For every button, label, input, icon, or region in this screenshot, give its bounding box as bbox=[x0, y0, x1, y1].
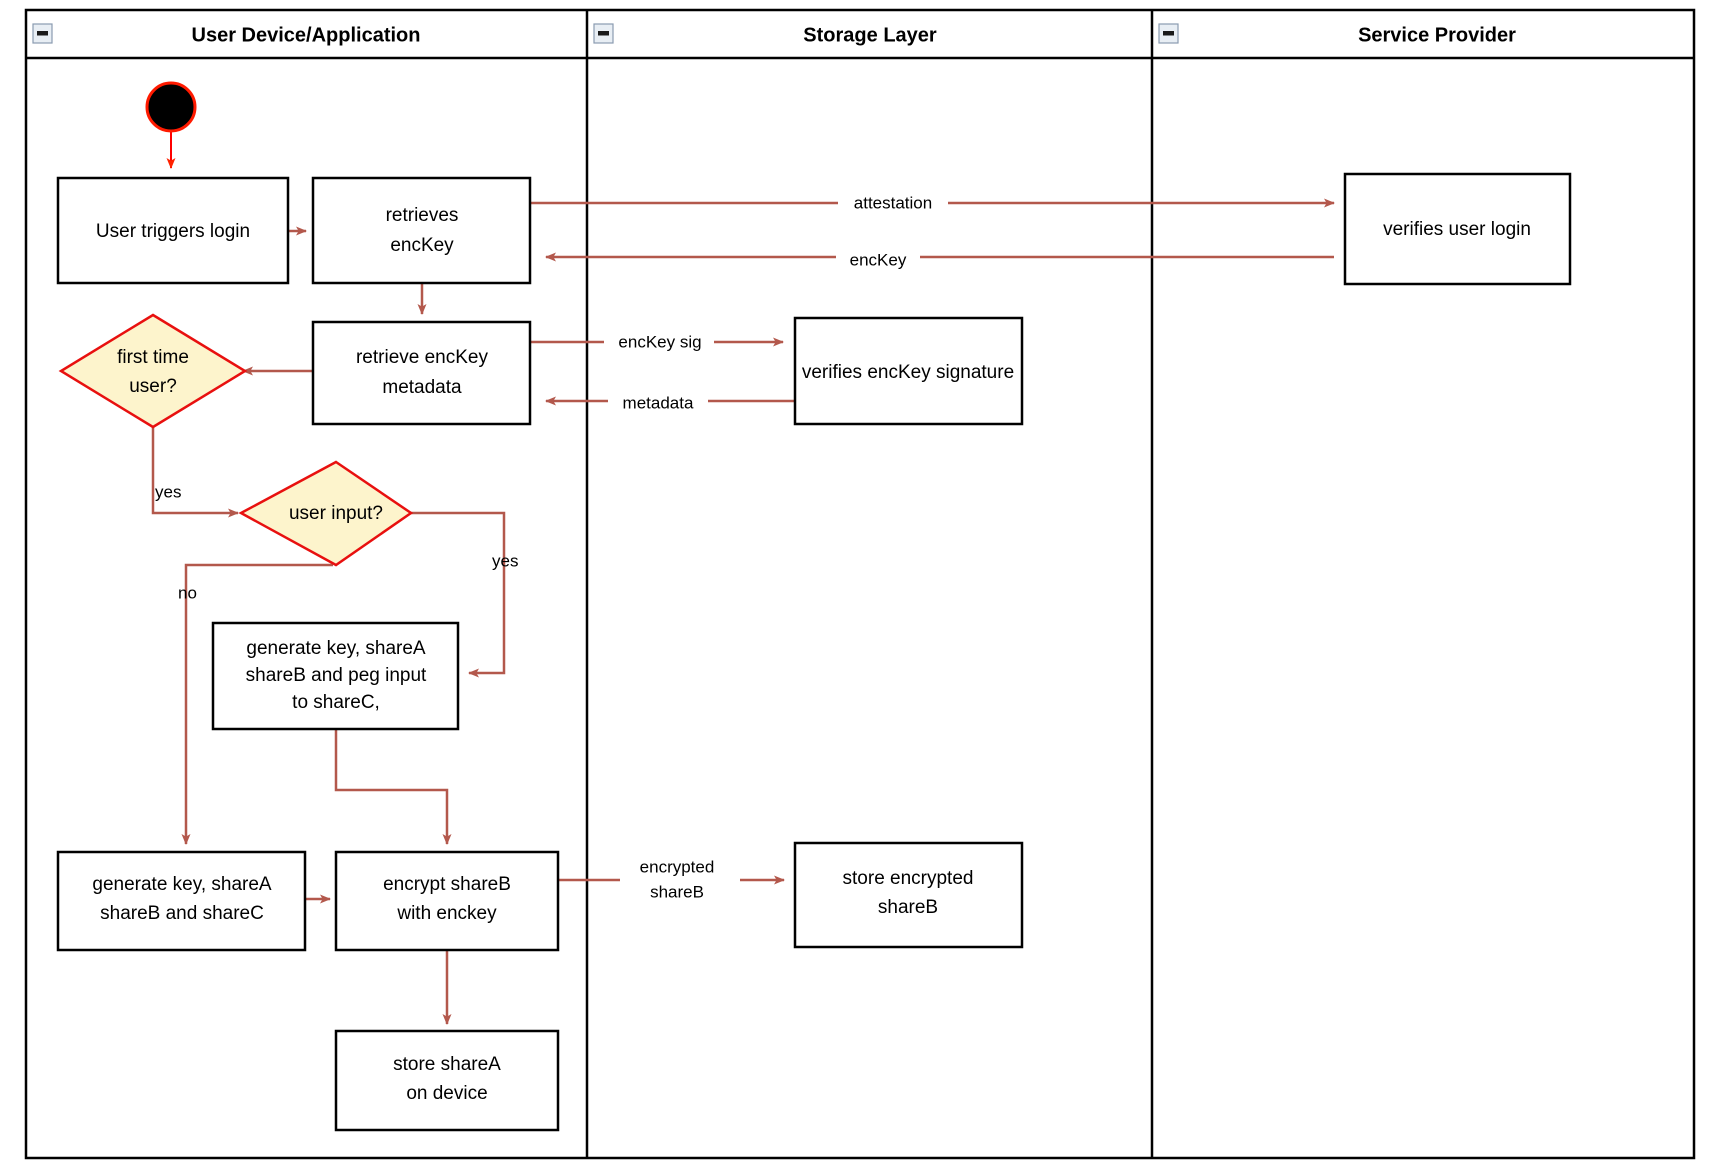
node-label-verifies-enckey-signature: verifies encKey signature bbox=[802, 362, 1014, 383]
diagram-outer-frame bbox=[24, 8, 1696, 1160]
node-label-first-time: first time bbox=[117, 347, 189, 368]
edge-label-encrypted: encrypted bbox=[640, 857, 715, 876]
edge-label-yes-userinput: yes bbox=[492, 551, 518, 570]
node-label-store-sharea-1: store shareA bbox=[393, 1054, 501, 1075]
node-label-user-q: user? bbox=[129, 376, 177, 397]
node-label-generate-peg-1: generate key, shareA bbox=[246, 638, 426, 659]
node-label-retrieves: retrieves bbox=[386, 205, 459, 226]
node-encrypt-shareb[interactable]: encrypt shareB with enckey bbox=[334, 850, 560, 952]
collapse-minus-icon[interactable] bbox=[1158, 23, 1179, 44]
node-label-generate-peg-3: to shareC, bbox=[292, 692, 380, 713]
edge-firsttime-yes: yes bbox=[151, 411, 239, 518]
node-store-sharea[interactable]: store shareA on device bbox=[334, 1029, 560, 1132]
edge-userinput-no: no bbox=[178, 563, 333, 845]
edge-metadata-return: metadata bbox=[545, 391, 795, 415]
edge-label-attestation: attestation bbox=[854, 193, 932, 212]
edge-enckey-sig: encKey sig bbox=[530, 332, 784, 354]
node-start[interactable] bbox=[145, 81, 197, 133]
node-label-store-encrypted-1: store encrypted bbox=[843, 868, 974, 889]
lane-header-storage[interactable]: Storage Layer bbox=[593, 23, 937, 46]
node-store-encrypted-shareb[interactable]: store encrypted shareB bbox=[793, 841, 1024, 949]
collapse-minus-icon[interactable] bbox=[32, 23, 53, 44]
node-label-store-encrypted-2: shareB bbox=[878, 897, 938, 918]
edge-label-no-userinput: no bbox=[178, 583, 197, 602]
node-retrieves-enckey[interactable]: retrieves encKey bbox=[311, 176, 532, 285]
edge-userinput-yes: yes bbox=[411, 511, 518, 678]
node-label-encrypt-shareb-1: encrypt shareB bbox=[383, 874, 511, 895]
node-verifies-user-login[interactable]: verifies user login bbox=[1343, 172, 1572, 286]
node-label-encrypt-shareb-2: with enckey bbox=[396, 903, 497, 924]
lane-title-storage: Storage Layer bbox=[803, 24, 937, 46]
node-label-generate-shares-1: generate key, shareA bbox=[92, 874, 272, 895]
node-label-retrieve-enckey: retrieve encKey bbox=[356, 347, 489, 368]
node-verifies-enckey-signature[interactable]: verifies encKey signature bbox=[793, 316, 1024, 426]
node-user-input[interactable]: user input? bbox=[238, 460, 414, 567]
node-first-time-user[interactable]: first time user? bbox=[58, 313, 248, 429]
edge-label-yes-firsttime: yes bbox=[155, 482, 181, 501]
lane-header-service-provider[interactable]: Service Provider bbox=[1158, 23, 1516, 46]
edge-label-shareb: shareB bbox=[650, 882, 704, 901]
node-label-store-sharea-2: on device bbox=[406, 1083, 487, 1104]
node-user-triggers-login[interactable]: User triggers login bbox=[56, 176, 290, 285]
node-retrieve-enckey-metadata[interactable]: retrieve encKey metadata bbox=[311, 320, 532, 426]
node-generate-shares[interactable]: generate key, shareA shareB and shareC bbox=[56, 850, 307, 952]
node-label-generate-shares-2: shareB and shareC bbox=[100, 903, 264, 924]
edge-label-enckey-sig: encKey sig bbox=[618, 332, 701, 351]
edge-attestation: attestation bbox=[530, 193, 1335, 215]
node-generate-peg[interactable]: generate key, shareA shareB and peg inpu… bbox=[211, 621, 460, 731]
lane-title-service-provider: Service Provider bbox=[1358, 24, 1516, 46]
edge-label-enckey: encKey bbox=[850, 250, 907, 269]
node-label-generate-peg-2: shareB and peg input bbox=[246, 665, 427, 686]
node-label-user-triggers-login: User triggers login bbox=[96, 221, 250, 242]
node-label-enckey: encKey bbox=[390, 235, 454, 256]
edge-peg-to-encrypt bbox=[334, 729, 452, 845]
node-label-user-input: user input? bbox=[289, 503, 383, 524]
node-label-verifies-user-login: verifies user login bbox=[1383, 219, 1531, 240]
edge-enckey-return: encKey bbox=[545, 248, 1334, 272]
edge-label-metadata: metadata bbox=[623, 393, 694, 412]
collapse-minus-icon[interactable] bbox=[593, 23, 614, 44]
lane-title-user-device: User Device/Application bbox=[192, 24, 421, 46]
node-label-metadata: metadata bbox=[382, 377, 462, 398]
edge-encrypted-shareb: encrypted shareB bbox=[558, 855, 785, 903]
lane-header-user-device[interactable]: User Device/Application bbox=[32, 23, 421, 46]
